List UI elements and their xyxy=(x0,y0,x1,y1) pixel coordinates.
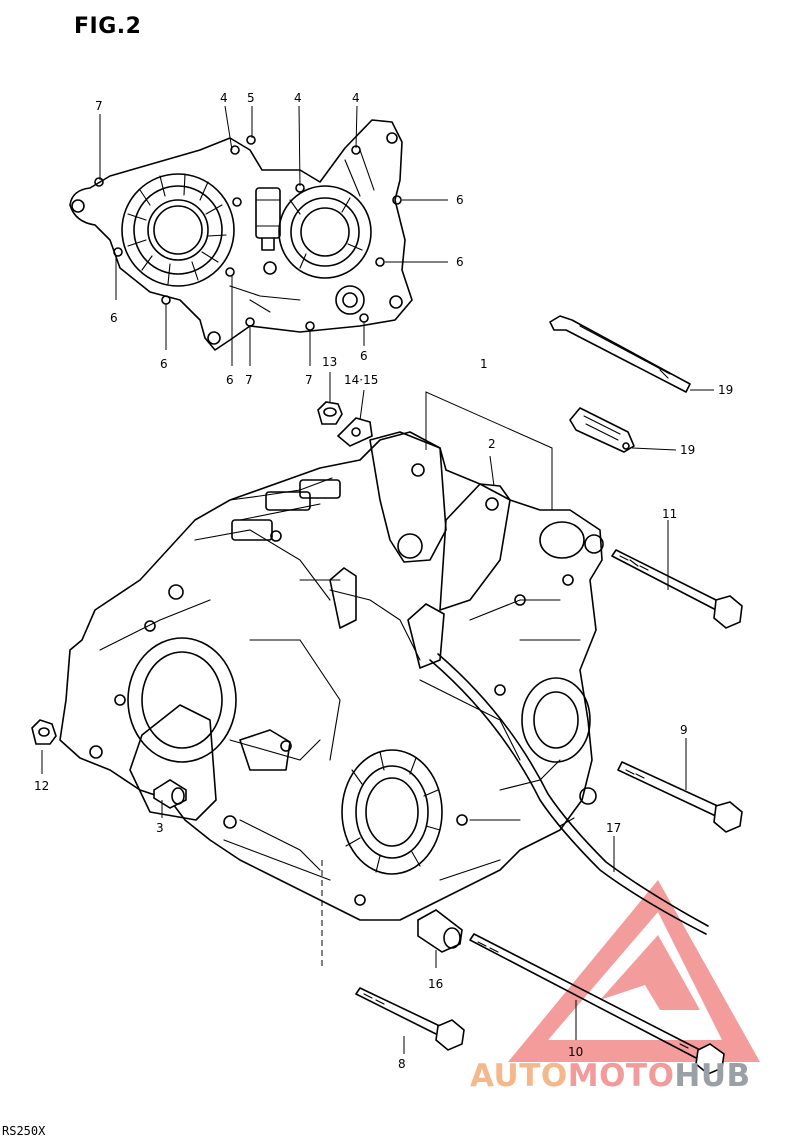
callout-6: 6 xyxy=(360,349,368,363)
callout-16: 16 xyxy=(428,977,443,991)
callout-19: 19 xyxy=(718,383,733,397)
callout-7: 7 xyxy=(245,373,253,387)
dowel-16 xyxy=(417,909,463,953)
callout-6: 6 xyxy=(456,193,464,207)
callout-11: 11 xyxy=(662,507,677,521)
callout-4: 4 xyxy=(294,91,302,105)
callout-6: 6 xyxy=(226,373,234,387)
callout-12: 12 xyxy=(34,779,49,793)
callout-8: 8 xyxy=(398,1057,406,1071)
callout-7: 7 xyxy=(305,373,313,387)
upper-crankcase-half xyxy=(69,119,413,351)
nut-12 xyxy=(31,719,57,745)
lower-crankcase-assembly xyxy=(59,431,604,921)
washer xyxy=(336,417,373,447)
callout-4: 4 xyxy=(220,91,228,105)
callout-14-15: 14·15 xyxy=(344,373,378,387)
callout-7: 7 xyxy=(95,99,103,113)
callout-6: 6 xyxy=(160,357,168,371)
watermark-text: AUTOMOTOHUB xyxy=(470,1058,751,1094)
watermark-auto: AUTO xyxy=(470,1058,568,1094)
callout-19: 19 xyxy=(680,443,695,457)
dowel-pin xyxy=(153,779,187,809)
callout-10: 10 xyxy=(568,1045,583,1059)
callout-6: 6 xyxy=(456,255,464,269)
callout-17: 17 xyxy=(606,821,621,835)
bolt-11 xyxy=(611,549,743,629)
cable-clamp xyxy=(569,407,635,453)
leader-lines xyxy=(41,105,714,1054)
nut xyxy=(317,401,343,425)
callout-1: 1 xyxy=(480,357,488,371)
watermark-logo xyxy=(508,880,760,1062)
watermark-moto: MOTO xyxy=(567,1058,675,1094)
watermark-hub: HUB xyxy=(674,1058,751,1094)
callout-9: 9 xyxy=(680,723,688,737)
callout-6: 6 xyxy=(110,311,118,325)
stud-bolt-10 xyxy=(469,933,725,1075)
model-code: RS250X xyxy=(2,1124,46,1138)
callout-labels: 7 4 5 4 4 6 6 6 6 6 7 7 6 13 14·15 1 2 1… xyxy=(34,91,733,1071)
cable-guide-strap xyxy=(549,315,691,393)
callout-13: 13 xyxy=(322,355,337,369)
bolt-8 xyxy=(355,987,465,1051)
breather-hose xyxy=(429,653,709,935)
figure-title: FIG.2 xyxy=(74,14,142,39)
callout-3: 3 xyxy=(156,821,164,835)
callout-5: 5 xyxy=(247,91,255,105)
callout-4: 4 xyxy=(352,91,360,105)
bolt-9 xyxy=(617,761,743,833)
callout-2: 2 xyxy=(488,437,496,451)
